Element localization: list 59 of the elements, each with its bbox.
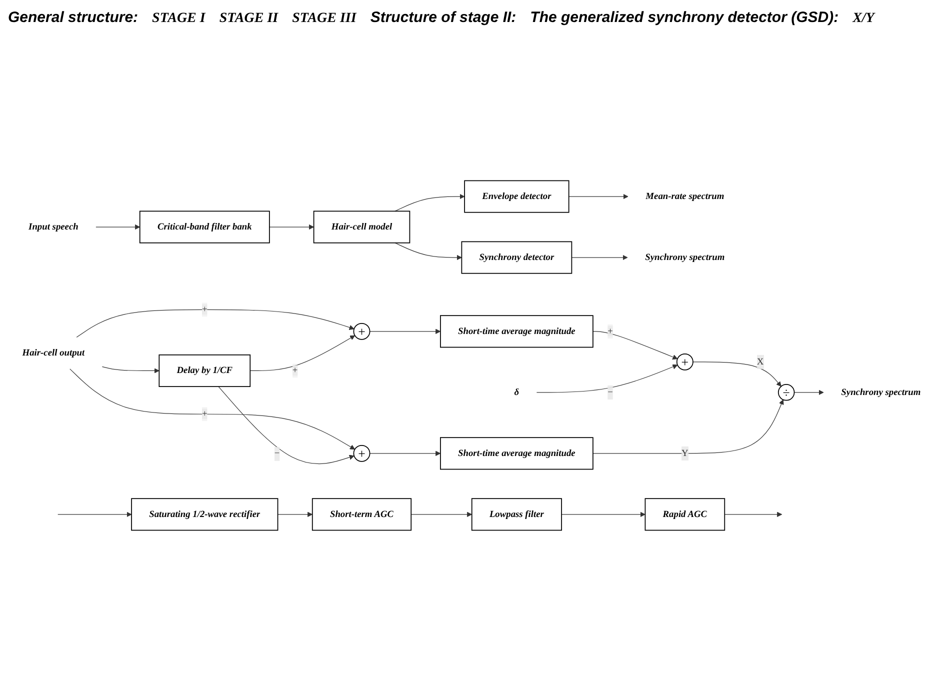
node-box: Critical-band filter bank: [139, 210, 270, 244]
arrow: [410, 512, 472, 518]
arrow: [571, 254, 628, 260]
node-box: Synchrony detector: [461, 241, 572, 274]
arrow: [102, 366, 160, 374]
arrow: [724, 512, 782, 518]
node-box: Envelope detector: [464, 180, 570, 213]
edge-label: Y: [682, 448, 688, 458]
section-heading: Structure of stage II:: [370, 9, 516, 26]
node-box: Short-term AGC: [312, 498, 412, 531]
section-heading: The generalized synchrony detector (GSD):: [530, 9, 839, 26]
node-box: Short-time average magnitude: [440, 315, 594, 348]
stage-label: STAGE III: [292, 11, 356, 27]
node-box: Rapid AGC: [644, 498, 726, 531]
node-text: Mean-rate spectrum: [646, 191, 724, 202]
arrow: [561, 512, 646, 518]
node-text: Synchrony spectrum: [841, 387, 921, 398]
node-circle: +: [353, 322, 370, 340]
arrow: [394, 194, 465, 212]
edge-label: +: [608, 326, 613, 336]
arrow: [536, 364, 678, 393]
node-box: Lowpass filter: [471, 498, 562, 531]
arrow: [269, 224, 314, 230]
arrow: [370, 450, 441, 456]
node-box: Short-time average magnitude: [440, 437, 594, 470]
arrow: [568, 194, 628, 200]
node-circle: ÷: [778, 384, 795, 401]
node-circle: +: [353, 444, 370, 462]
arrow: [70, 368, 356, 450]
node-box: Saturating 1/2-wave rectifier: [131, 498, 278, 531]
node-text: Input speech: [28, 222, 78, 232]
node-box: Hair-cell model: [313, 210, 410, 244]
arrow: [394, 242, 462, 260]
arrow: [692, 362, 782, 387]
stage-label: STAGE I: [152, 11, 206, 27]
node-circle: +: [676, 353, 694, 370]
arrow: [96, 224, 140, 230]
edge-label: X: [756, 356, 764, 367]
edge-label: +: [202, 304, 208, 314]
section-heading: General structure:: [8, 9, 138, 26]
arrow: [370, 328, 441, 334]
arrow: [76, 309, 354, 338]
stage-label: STAGE II: [219, 11, 278, 27]
arrow: [592, 400, 784, 454]
edge-label: −: [608, 387, 613, 398]
edge-label: +: [292, 365, 298, 376]
node-text: Hair-cell output: [22, 348, 85, 358]
arrow: [592, 331, 678, 360]
arrow: [277, 512, 313, 518]
node-box: Delay by 1/CF: [158, 354, 251, 388]
arrow: [58, 512, 132, 518]
arrow: [794, 390, 824, 396]
arrow: [250, 335, 356, 372]
edge-label: −: [274, 448, 280, 459]
stage-label: X/Y: [852, 11, 874, 27]
node-text: Synchrony spectrum: [645, 252, 725, 262]
node-text: δ: [514, 387, 520, 398]
edge-label: +: [202, 408, 208, 419]
arrow: [218, 386, 354, 464]
